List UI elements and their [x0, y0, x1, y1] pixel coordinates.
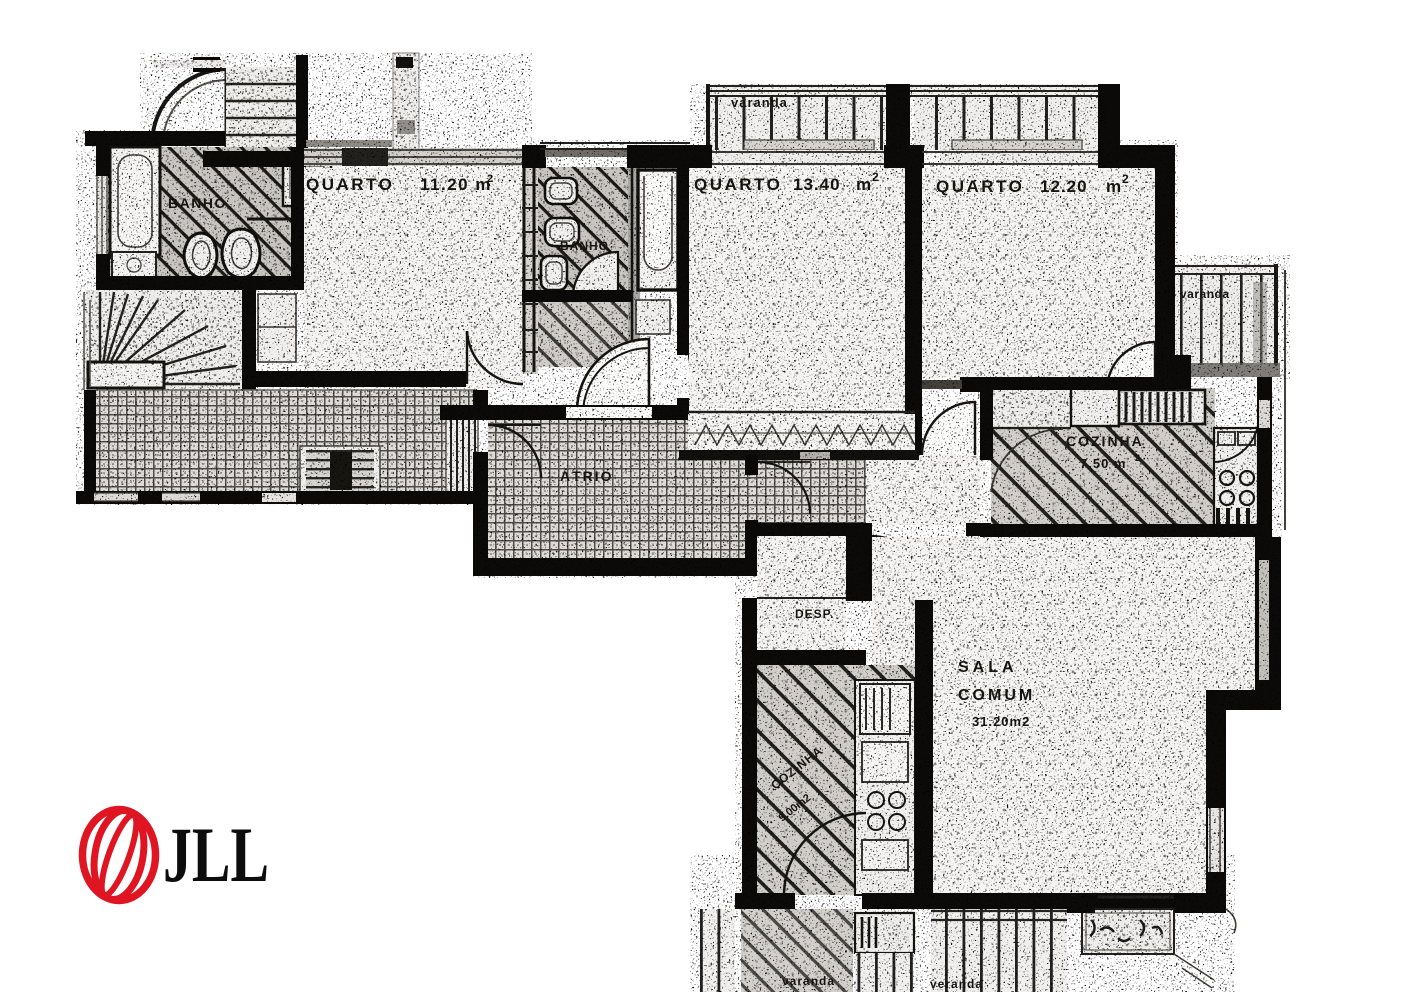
svg-text:JLL: JLL [163, 811, 269, 898]
